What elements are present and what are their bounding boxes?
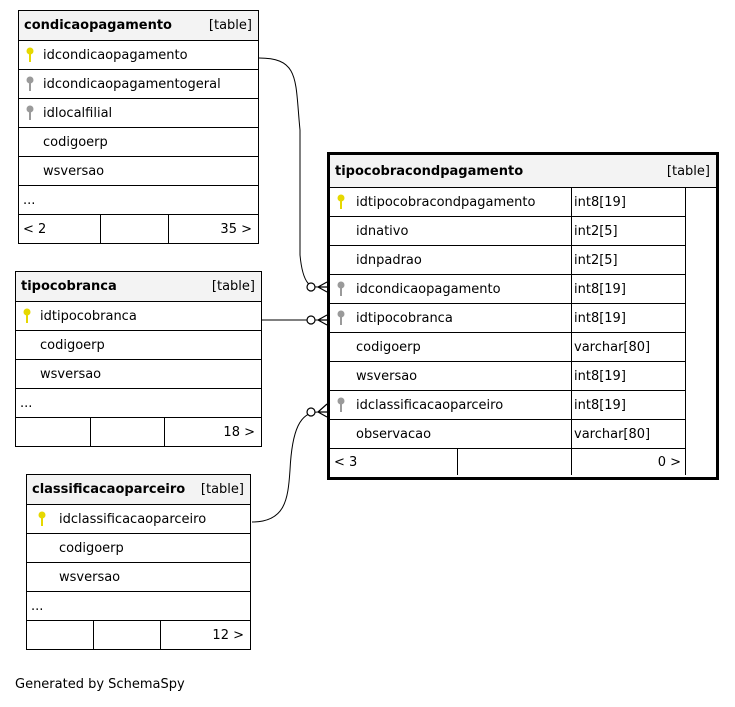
table-footer: 12 >: [27, 621, 250, 649]
parents-count[interactable]: < 3: [330, 449, 458, 475]
column-row[interactable]: idtipocobracondpagamento int8[19]: [330, 188, 716, 217]
column-row[interactable]: idcondicaopagamentogeral: [19, 70, 258, 99]
column-name: idclassificacaoparceiro: [59, 511, 207, 527]
column-row[interactable]: wsversao int8[19]: [330, 362, 716, 391]
table-name: tipocobracondpagamento: [335, 163, 524, 179]
more-columns: ...: [19, 186, 258, 215]
column-name: wsversao: [59, 569, 121, 585]
column-name: observacao: [356, 426, 432, 442]
primary-key-icon: [330, 194, 352, 210]
column-name: codigoerp: [59, 540, 124, 556]
table-footer: 18 >: [16, 418, 261, 446]
column-name: idtipocobranca: [356, 310, 453, 326]
foreign-key-icon: [330, 397, 352, 413]
column-name: idnativo: [356, 223, 409, 239]
column-row[interactable]: idnpadrao int2[5]: [330, 246, 716, 275]
column-name: idclassificacaoparceiro: [356, 397, 504, 413]
column-row[interactable]: idclassificacaoparceiro: [27, 505, 250, 534]
column-row[interactable]: idtipocobranca int8[19]: [330, 304, 716, 333]
column-name: idcondicaopagamentogeral: [43, 76, 221, 92]
foreign-key-icon: [330, 281, 352, 297]
primary-key-icon: [16, 308, 38, 324]
foreign-key-icon: [19, 76, 41, 92]
children-count[interactable]: 12 >: [212, 627, 244, 643]
crowfoot-marker: [317, 281, 328, 293]
table-condicaopagamento[interactable]: condicaopagamento [table] idcondicaopaga…: [18, 10, 259, 244]
column-type: int8[19]: [572, 304, 686, 333]
column-row[interactable]: codigoerp: [19, 128, 258, 157]
column-name: idtipocobracondpagamento: [356, 194, 536, 210]
column-row[interactable]: idcondicaopagamento int8[19]: [330, 275, 716, 304]
column-name: codigoerp: [40, 337, 105, 353]
column-type: int8[19]: [572, 275, 686, 304]
column-row[interactable]: idnativo int2[5]: [330, 217, 716, 246]
column-type: int8[19]: [572, 391, 686, 420]
column-name: codigoerp: [43, 134, 108, 150]
optional-marker: [306, 282, 316, 292]
table-name: tipocobranca: [21, 279, 117, 294]
column-row[interactable]: codigoerp: [27, 534, 250, 563]
column-name: idtipocobranca: [40, 308, 137, 324]
table-type: [table]: [666, 163, 710, 179]
table-classificacaoparceiro[interactable]: classificacaoparceiro [table] idclassifi…: [26, 474, 251, 650]
column-type: int8[19]: [572, 188, 686, 217]
foreign-key-icon: [19, 105, 41, 121]
column-name: idcondicaopagamento: [43, 47, 188, 63]
primary-key-icon: [27, 511, 57, 527]
column-row[interactable]: idlocalfilial: [19, 99, 258, 128]
column-row[interactable]: wsversao: [16, 360, 261, 389]
optional-marker: [306, 315, 316, 325]
table-tipocobranca[interactable]: tipocobranca [table] idtipocobranca codi…: [15, 271, 262, 447]
table-footer: < 3 0 >: [330, 449, 716, 475]
column-type: int2[5]: [572, 246, 686, 275]
table-footer: < 2 35 >: [19, 215, 258, 243]
table-header: tipocobranca [table]: [16, 272, 261, 302]
table-header: condicaopagamento [table]: [19, 11, 258, 41]
column-name: idlocalfilial: [43, 105, 113, 121]
column-name: wsversao: [40, 366, 102, 382]
table-type: [table]: [211, 279, 255, 294]
table-type: [table]: [208, 18, 252, 33]
more-columns: ...: [16, 389, 261, 418]
column-row[interactable]: idcondicaopagamento: [19, 41, 258, 70]
column-name: idnpadrao: [356, 252, 422, 268]
children-count[interactable]: 0 >: [572, 449, 686, 475]
column-type: int8[19]: [572, 362, 686, 391]
column-row[interactable]: wsversao: [19, 157, 258, 186]
table-header: tipocobracondpagamento [table]: [330, 155, 716, 188]
column-row[interactable]: codigoerp varchar[80]: [330, 333, 716, 362]
column-row[interactable]: idtipocobranca: [16, 302, 261, 331]
generated-by-caption: Generated by SchemaSpy: [15, 677, 185, 692]
table-name: classificacaoparceiro: [32, 482, 186, 497]
column-name: codigoerp: [356, 339, 421, 355]
column-type: varchar[80]: [572, 333, 686, 362]
column-name: wsversao: [43, 163, 105, 179]
column-row[interactable]: observacao varchar[80]: [330, 420, 716, 449]
table-type: [table]: [200, 482, 244, 497]
edge-classificacaoparceiro: [251, 411, 319, 523]
children-count[interactable]: 18 >: [223, 424, 255, 440]
edge-condicaopagamento: [258, 57, 319, 288]
children-count[interactable]: 35 >: [220, 221, 252, 237]
primary-key-icon: [19, 47, 41, 63]
column-type: int2[5]: [572, 217, 686, 246]
table-header: classificacaoparceiro [table]: [27, 475, 250, 505]
table-name: condicaopagamento: [24, 18, 172, 33]
column-row[interactable]: idclassificacaoparceiro int8[19]: [330, 391, 716, 420]
more-columns: ...: [27, 592, 250, 621]
column-name: wsversao: [356, 368, 418, 384]
column-row[interactable]: wsversao: [27, 563, 250, 592]
foreign-key-icon: [330, 310, 352, 326]
optional-marker: [306, 407, 316, 417]
crowfoot-marker: [317, 403, 328, 418]
column-type: varchar[80]: [572, 420, 686, 449]
crowfoot-marker: [317, 314, 328, 326]
table-tipocobracondpagamento[interactable]: tipocobracondpagamento [table] idtipocob…: [327, 152, 719, 480]
column-name: idcondicaopagamento: [356, 281, 501, 297]
column-row[interactable]: codigoerp: [16, 331, 261, 360]
parents-count[interactable]: < 2: [19, 215, 101, 243]
